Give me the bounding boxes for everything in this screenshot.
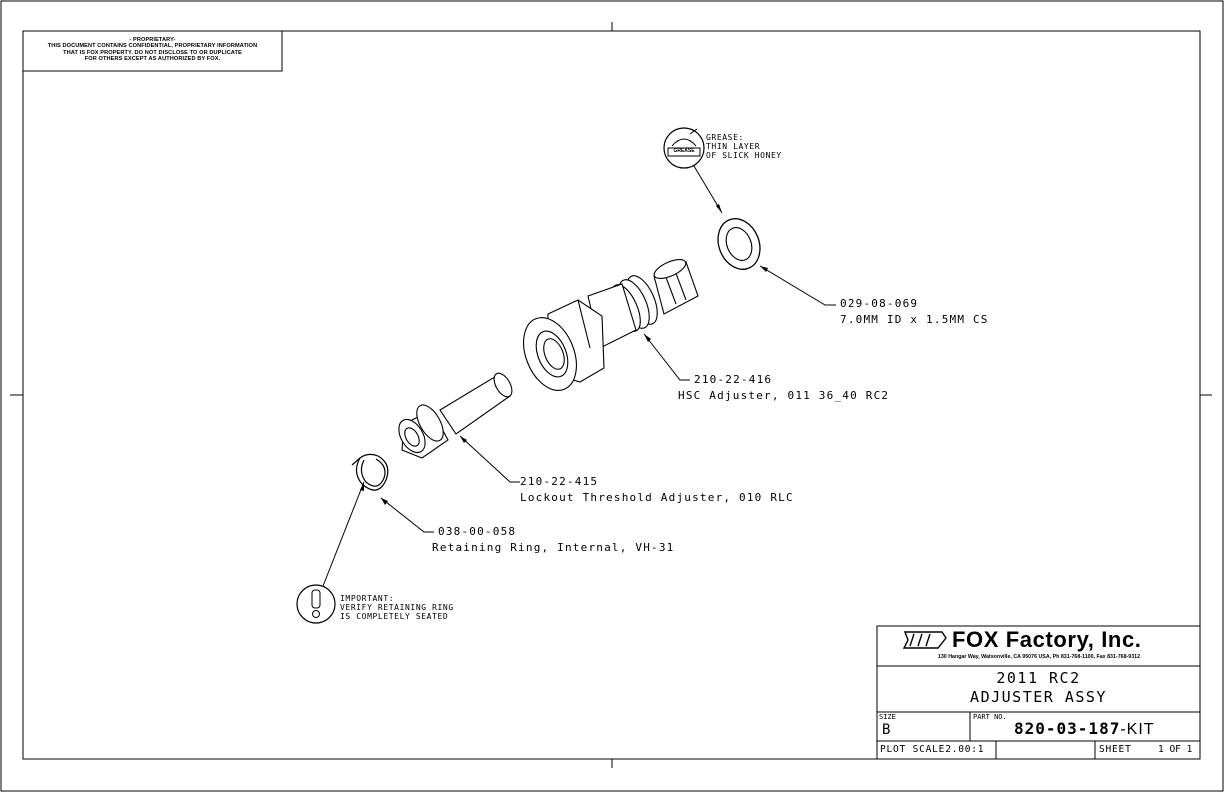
grease-symbol-icon [663, 127, 705, 169]
leader-retaining-ring-arrow [381, 498, 388, 505]
grease-note-line-3: OF SLICK HONEY [706, 151, 782, 160]
callout-part-number: 210-22-415 [520, 475, 599, 488]
grease-note-line-1: GREASE: [706, 133, 744, 142]
leader-o-ring [759, 265, 836, 306]
callout-part-number: 038-00-058 [438, 525, 517, 538]
o-ring-part [717, 218, 761, 270]
important-warning-icon [296, 584, 336, 624]
size-value: B [882, 722, 891, 738]
grease-note-line-2: THIN LAYER [706, 142, 761, 151]
leader-lockout [459, 435, 520, 483]
proprietary-line-2: THAT IS FOX PROPERTY. DO NOT DISCLOSE TO… [63, 49, 242, 56]
important-note: IMPORTANT: VERIFY RETAINING RING IS COMP… [340, 594, 454, 621]
sheet-label: SHEET [1099, 744, 1132, 755]
proprietary-notice: - PROPRIETARY- THIS DOCUMENT CONTAINS CO… [23, 37, 282, 63]
important-note-line-2: VERIFY RETAINING RING [340, 603, 454, 612]
company-address: 130 Hangar Way, Watsonville, CA 95076 US… [937, 654, 1141, 660]
proprietary-heading: - PROPRIETARY- [129, 37, 176, 43]
callout-lockout-adjuster: 210-22-415 Lockout Threshold Adjuster, 0… [520, 474, 794, 506]
lockout-adjuster-part [398, 372, 513, 459]
sheet-value: 1 OF 1 [1158, 744, 1193, 755]
callout-o-ring: 029-08-069 7.0MM ID x 1.5MM CS [840, 296, 989, 328]
leader-retaining-ring [380, 497, 434, 533]
important-leader-arrow [360, 482, 364, 491]
proprietary-line-1: THIS DOCUMENT CONTAINS CONFIDENTIAL, PRO… [47, 43, 258, 50]
hsc-adjuster-part [523, 259, 699, 391]
proprietary-line-3: FOR OTHERS EXCEPT AS AUTHORIZED BY FOX. [84, 56, 221, 63]
drawing-title-line-1: 2011 RC2 [996, 669, 1081, 687]
callout-description: Lockout Threshold Adjuster, 010 RLC [520, 491, 794, 504]
leader-lockout-arrow [460, 436, 467, 443]
plot-scale: PLOT SCALE2.00:1 [880, 744, 985, 755]
grease-symbol-label: GREASE [673, 148, 695, 154]
important-leader [322, 481, 365, 587]
retaining-ring-part [351, 453, 389, 491]
important-note-line-1: IMPORTANT: [340, 594, 395, 603]
callout-part-number: 210-22-416 [694, 373, 773, 386]
grease-leader-arrow [716, 204, 722, 213]
callout-description: 7.0MM ID x 1.5MM CS [840, 313, 989, 326]
callout-retaining-ring: 038-00-058 Retaining Ring, Internal, VH-… [432, 524, 675, 556]
size-label: SIZE [879, 713, 896, 721]
title-block-frame [876, 625, 1201, 760]
part-number-suffix: -KIT [1120, 721, 1155, 738]
important-note-line-3: IS COMPLETELY SEATED [340, 612, 449, 621]
part-number-value: 820-03-187 [1014, 719, 1121, 738]
callout-description: Retaining Ring, Internal, VH-31 [432, 541, 675, 554]
drawing-title: 2011 RC2 ADJUSTER ASSY [877, 669, 1200, 707]
part-number-label: PART NO. [973, 713, 1007, 721]
grease-note: GREASE: THIN LAYER OF SLICK HONEY [706, 133, 782, 160]
company-name: FOX Factory, Inc. [952, 627, 1142, 652]
proprietary-box [22, 30, 283, 72]
callout-part-number: 029-08-069 [840, 297, 919, 310]
drawing-title-line-2: ADJUSTER ASSY [970, 688, 1107, 706]
fox-logo-icon [902, 631, 947, 649]
callout-hsc-adjuster: 210-22-416 HSC Adjuster, 011 36_40 RC2 [678, 372, 889, 404]
leader-hsc [643, 333, 690, 381]
part-number: 820-03-187-KIT [1014, 719, 1155, 739]
leader-hsc-arrow [644, 334, 651, 342]
leader-o-ring-arrow [760, 266, 768, 272]
callout-description: HSC Adjuster, 011 36_40 RC2 [678, 389, 890, 402]
